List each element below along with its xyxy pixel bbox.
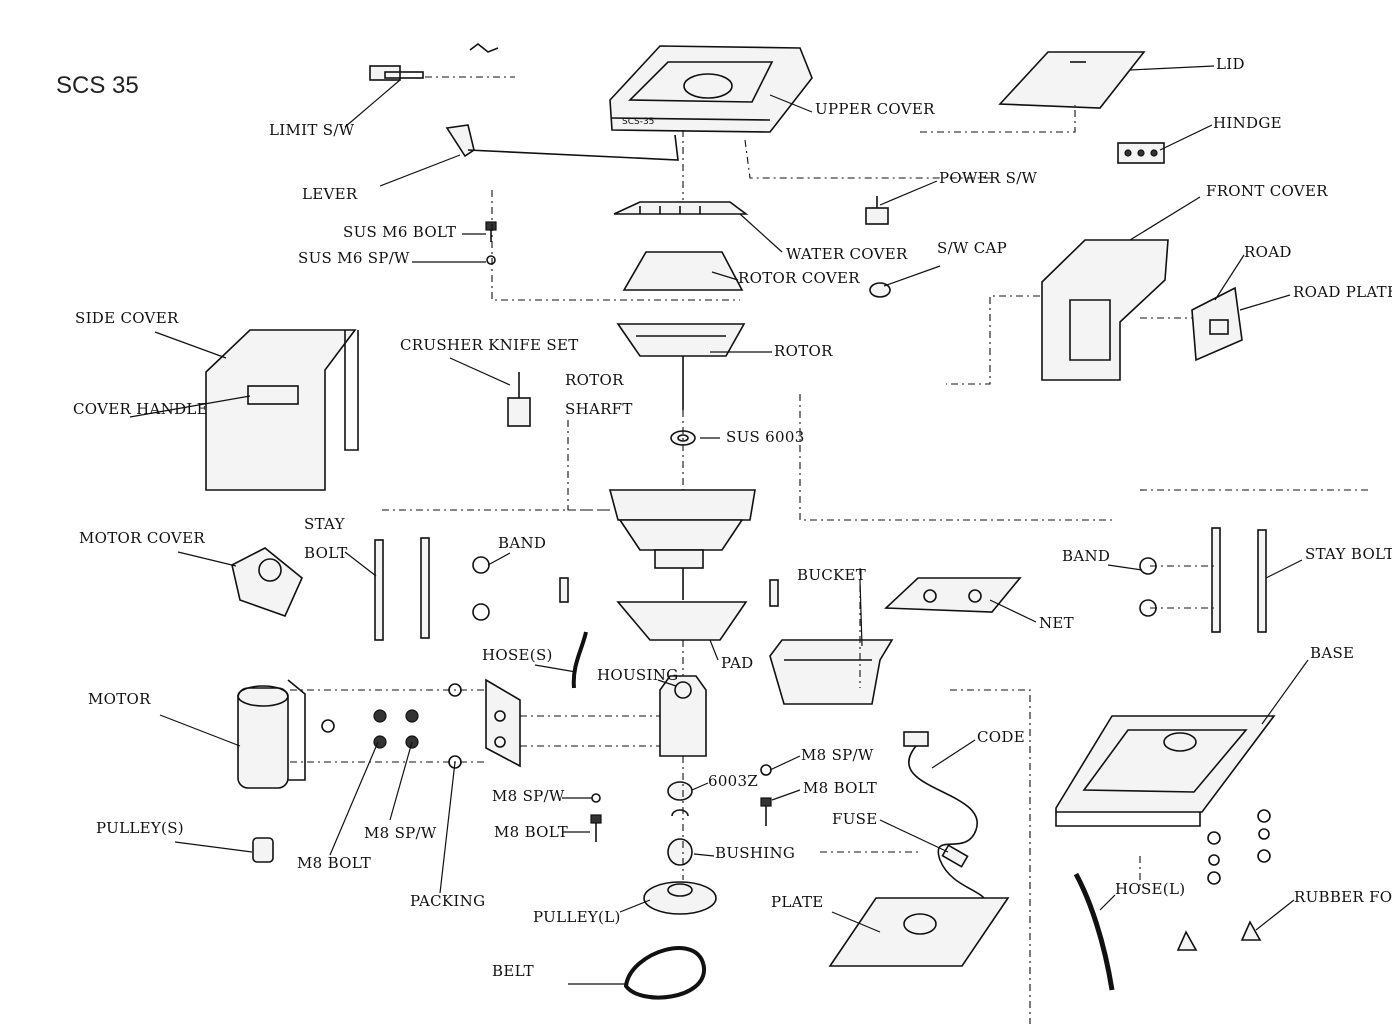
label-front-cover: FRONT COVER	[1206, 182, 1328, 200]
base-drawing	[1055, 715, 1276, 827]
svg-text:SCS-35: SCS-35	[622, 117, 654, 127]
label-motor-cover: MOTOR COVER	[79, 529, 205, 547]
label-crusher-knife-set: CRUSHER KNIFE SET	[400, 336, 579, 354]
label-pulley-l: PULLEY(L)	[533, 908, 621, 926]
label-limit-switch: LIMIT S/W	[269, 121, 355, 139]
label-bolt: BOLT	[304, 544, 348, 562]
label-road-plate: ROAD PLATE	[1293, 283, 1392, 301]
label-fuse: FUSE	[832, 810, 877, 828]
hose-s-drawing	[571, 631, 588, 689]
label-band-right: BAND	[1062, 547, 1110, 565]
label-rubber-foot: RUBBER FOOT	[1294, 888, 1392, 906]
label-lid: LID	[1216, 55, 1245, 73]
motor-cover-drawing	[231, 547, 303, 618]
plate-drawing	[828, 897, 1010, 967]
label-cover-handle: COVER HANDLE	[73, 400, 208, 418]
label-packing: PACKING	[410, 892, 485, 910]
label-pad: PAD	[721, 654, 753, 672]
rubber-foot-drawing	[1176, 809, 1271, 951]
lid-drawing	[998, 51, 1146, 109]
label-stay: STAY	[304, 515, 346, 533]
upper-cover-drawing: SCS-35	[609, 45, 813, 133]
pulley-s-drawing	[252, 837, 274, 863]
leader-lines	[129, 65, 1309, 985]
label-housing: HOUSING	[597, 666, 678, 684]
label-rotor-cover: ROTOR COVER	[738, 269, 860, 287]
label-m8-bolt-right: M8 BOLT	[803, 779, 877, 797]
label-rotor-shaft-line1: ROTOR	[565, 371, 624, 389]
motor-bracket-drawing	[485, 678, 521, 768]
stay-bolts-left-drawing	[374, 537, 430, 641]
label-water-cover: WATER COVER	[786, 245, 908, 263]
label-belt: BELT	[492, 962, 534, 980]
label-base: BASE	[1310, 644, 1354, 662]
label-m8-spw-center: M8 SP/W	[492, 787, 565, 805]
label-m8-bolt-center: M8 BOLT	[494, 823, 568, 841]
label-sw-cap: S/W CAP	[937, 239, 1007, 257]
part-labels: LID UPPER COVER HINDGE LIMIT S/W LEVER P…	[73, 55, 1392, 980]
label-m8-spw-left: M8 SP/W	[364, 824, 437, 842]
cover-handle-drawing	[247, 385, 299, 405]
hose-l-drawing	[1073, 872, 1115, 991]
label-plate: PLATE	[771, 893, 824, 911]
label-hose-l: HOSE(L)	[1115, 880, 1185, 898]
crusher-knife-drawing	[507, 372, 531, 427]
pulley-l-drawing	[643, 881, 717, 915]
bucket-drawing	[769, 639, 894, 705]
belt-drawing	[623, 946, 707, 1000]
label-side-cover: SIDE COVER	[75, 309, 179, 327]
label-hose-s: HOSE(S)	[482, 646, 553, 664]
front-cover-drawing	[1041, 239, 1169, 381]
label-bucket: BUCKET	[797, 566, 866, 584]
net-drawing	[884, 577, 1022, 613]
label-road: ROAD	[1244, 243, 1292, 261]
label-rotor-shaft-line2: SHARFT	[565, 400, 633, 418]
switch-cap-drawing	[869, 282, 891, 298]
road-plate-drawing	[1191, 286, 1243, 362]
assembly-lines	[290, 105, 1372, 1024]
rotor-drawing	[616, 323, 746, 410]
label-sus-m6-spw: SUS M6 SP/W	[298, 249, 410, 267]
label-bearing-6003z: 6003Z	[708, 772, 758, 790]
label-net: NET	[1039, 614, 1074, 632]
bands-left-drawing	[472, 556, 779, 621]
housing-assembly-drawing	[608, 489, 756, 600]
label-stay-bolt: STAY BOLT	[1305, 545, 1392, 563]
label-m8-spw-right: M8 SP/W	[801, 746, 874, 764]
limit-switch-drawing	[369, 42, 515, 81]
lever-drawing	[445, 124, 679, 161]
label-hindge: HINDGE	[1213, 114, 1282, 132]
hindge-drawing	[1117, 142, 1165, 164]
stay-bolts-right-drawing	[1139, 527, 1267, 633]
label-bushing: BUSHING	[715, 844, 795, 862]
label-code: CODE	[977, 728, 1025, 746]
code-drawing	[903, 731, 987, 907]
label-lever: LEVER	[302, 185, 358, 203]
label-rotor: ROTOR	[774, 342, 833, 360]
motor-bolts-drawing	[321, 683, 462, 769]
housing-drawing	[659, 675, 707, 757]
diagram-title: SCS 35	[56, 72, 139, 99]
side-cover-drawing	[205, 329, 359, 491]
label-m8-bolt-left: M8 BOLT	[297, 854, 371, 872]
label-pulley-s: PULLEY(S)	[96, 819, 184, 837]
pad-drawing	[616, 601, 748, 641]
fuse-drawing	[941, 844, 969, 868]
sus-m6-bolt-drawing	[485, 221, 497, 265]
label-sus-m6-bolt: SUS M6 BOLT	[343, 223, 456, 241]
motor-drawing	[237, 679, 306, 789]
label-power-switch: POWER S/W	[939, 169, 1038, 187]
center-fasteners-drawing	[590, 764, 772, 866]
power-switch-drawing	[865, 196, 889, 225]
label-upper-cover: UPPER COVER	[815, 100, 935, 118]
water-cover-drawing	[613, 201, 749, 215]
label-sus-6003: SUS 6003	[726, 428, 805, 446]
label-band-left: BAND	[498, 534, 546, 552]
label-motor: MOTOR	[88, 690, 151, 708]
rotor-cover-drawing	[622, 251, 744, 291]
